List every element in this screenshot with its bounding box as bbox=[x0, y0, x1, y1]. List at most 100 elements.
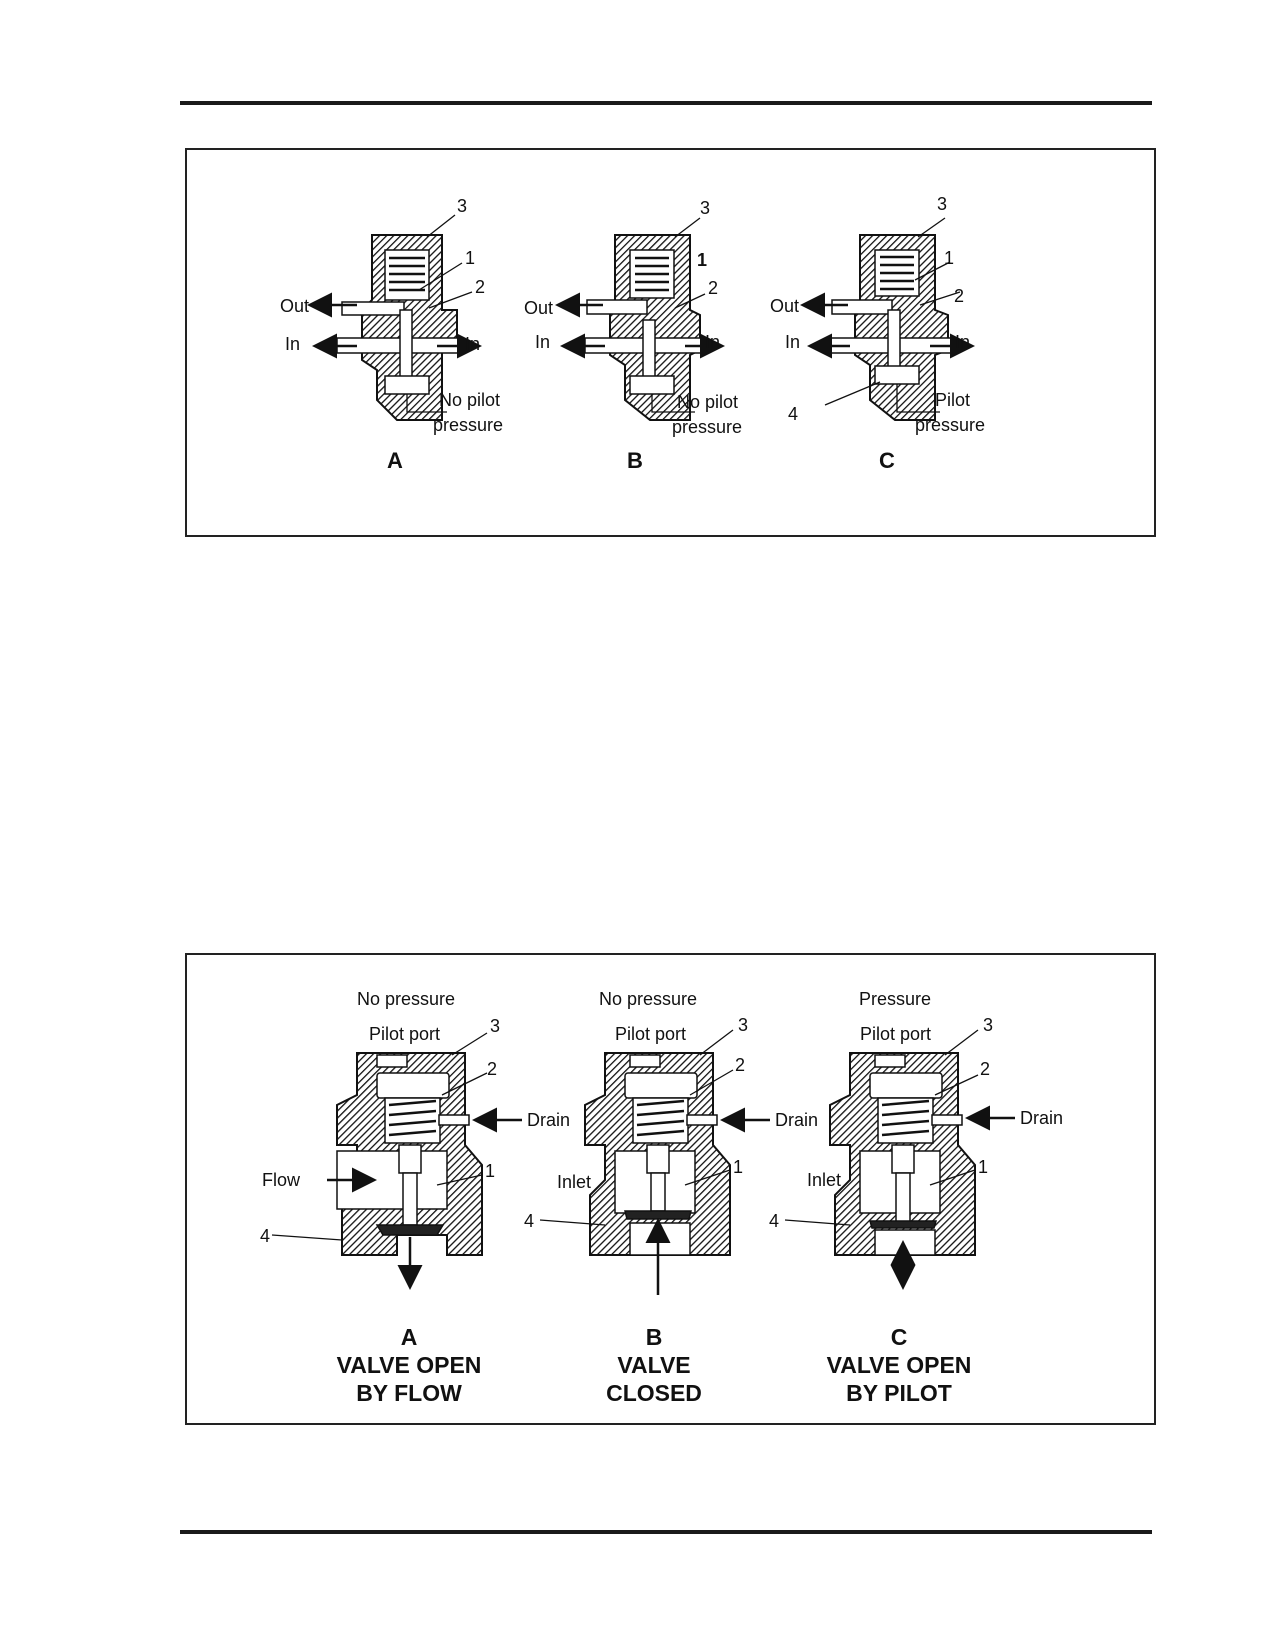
caption-b: B bbox=[627, 448, 643, 473]
callout-2: 2 bbox=[487, 1059, 497, 1079]
label-out: Out bbox=[524, 298, 553, 318]
valve-stem bbox=[399, 309, 413, 381]
caption-c-line1: C bbox=[891, 1324, 908, 1350]
poppet bbox=[375, 1224, 445, 1236]
out-port bbox=[586, 299, 648, 315]
callout-1: 1 bbox=[485, 1161, 495, 1181]
label-out: Out bbox=[770, 296, 799, 316]
valve-stem bbox=[895, 1172, 911, 1224]
callout-1: 1 bbox=[465, 248, 475, 268]
valve-spring bbox=[635, 256, 669, 292]
out-port bbox=[341, 301, 405, 316]
leader-3 bbox=[426, 214, 456, 238]
label-in-right: In bbox=[465, 334, 480, 354]
outlet-chamber bbox=[874, 1229, 936, 1256]
leader-3 bbox=[944, 1029, 979, 1056]
callout-4: 4 bbox=[524, 1211, 534, 1231]
outlet-chamber bbox=[629, 1222, 691, 1256]
label-side: Inlet bbox=[807, 1170, 841, 1190]
leader-3 bbox=[674, 217, 701, 238]
callout-4: 4 bbox=[260, 1226, 270, 1246]
leader-4 bbox=[539, 1219, 606, 1226]
callout-2: 2 bbox=[980, 1059, 990, 1079]
stem-guide bbox=[891, 1144, 915, 1174]
label-drain: Drain bbox=[527, 1110, 570, 1130]
figure-2-panel-c bbox=[784, 1029, 1015, 1290]
pilot-line bbox=[896, 384, 940, 413]
leader-3 bbox=[699, 1029, 734, 1056]
figure-1-panel-c bbox=[800, 217, 975, 421]
footer-rule bbox=[180, 1530, 1152, 1534]
figure-1-panel-b bbox=[555, 217, 725, 421]
callout-3: 3 bbox=[937, 194, 947, 214]
valve-spring bbox=[388, 1099, 437, 1137]
label-in-left: In bbox=[785, 332, 800, 352]
leader-2 bbox=[919, 291, 961, 306]
figure-2-panel-b bbox=[539, 1029, 770, 1295]
caption-a-line2: VALVE OPEN bbox=[337, 1352, 482, 1378]
drain-port bbox=[686, 1114, 718, 1126]
leader-2 bbox=[674, 293, 706, 309]
callout-4: 4 bbox=[788, 404, 798, 424]
pilot-line bbox=[651, 394, 695, 413]
caption-a: A bbox=[387, 448, 403, 473]
pilot-piston bbox=[376, 1072, 450, 1099]
label-pressure-line1: Pilot bbox=[935, 390, 970, 410]
label-in-right: In bbox=[705, 332, 720, 352]
caption-c-line2: VALVE OPEN bbox=[827, 1352, 972, 1378]
leader-4 bbox=[824, 381, 881, 406]
leader-1 bbox=[436, 1174, 483, 1186]
caption-a-line3: BY FLOW bbox=[356, 1380, 462, 1406]
label-top: No pressure bbox=[357, 989, 455, 1009]
stem-guide bbox=[646, 1144, 670, 1174]
leader-2 bbox=[934, 1074, 979, 1096]
valve-spring bbox=[636, 1099, 685, 1137]
callout-3: 3 bbox=[983, 1015, 993, 1035]
valve-stem bbox=[887, 309, 901, 371]
label-drain: Drain bbox=[775, 1110, 818, 1130]
callout-3: 3 bbox=[490, 1016, 500, 1036]
figure-1-pilot-check-valve-ports: Out In In No pilot pressure 3 1 2 A Out … bbox=[185, 148, 1156, 537]
valve-spring bbox=[881, 1099, 930, 1137]
figure-2-diagram: No pressure Pilot port Drain Flow 3 2 1 … bbox=[260, 989, 1063, 1406]
out-port bbox=[831, 299, 893, 315]
label-pilot-port: Pilot port bbox=[860, 1024, 931, 1044]
drain-port bbox=[931, 1114, 963, 1126]
drain-port bbox=[438, 1114, 470, 1126]
pilot-piston bbox=[629, 375, 675, 395]
caption-a-line1: A bbox=[401, 1324, 418, 1350]
pilot-piston bbox=[869, 1072, 943, 1099]
leader-1 bbox=[929, 1169, 976, 1186]
stem-guide bbox=[398, 1144, 422, 1174]
leader-3 bbox=[451, 1032, 488, 1056]
pilot-port bbox=[376, 1054, 408, 1068]
header-rule bbox=[180, 101, 1152, 105]
callout-3: 3 bbox=[457, 196, 467, 216]
leader-2 bbox=[428, 291, 473, 309]
leader-2 bbox=[689, 1069, 734, 1096]
callout-2: 2 bbox=[708, 278, 718, 298]
label-drain: Drain bbox=[1020, 1108, 1063, 1128]
leader-1 bbox=[418, 262, 463, 291]
callout-2: 2 bbox=[954, 286, 964, 306]
callout-4: 4 bbox=[769, 1211, 779, 1231]
caption-c-line3: BY PILOT bbox=[846, 1380, 952, 1406]
callout-2: 2 bbox=[475, 277, 485, 297]
figure-2-pilot-operated-check-valve: No pressure Pilot port Drain Flow 3 2 1 … bbox=[185, 953, 1156, 1425]
caption-b-line1: B bbox=[646, 1324, 663, 1350]
callout-1: 1 bbox=[978, 1157, 988, 1177]
label-pilot-port: Pilot port bbox=[615, 1024, 686, 1044]
caption-b-line3: CLOSED bbox=[606, 1380, 702, 1406]
pilot-line bbox=[406, 394, 447, 413]
poppet bbox=[869, 1220, 937, 1229]
callout-1: 1 bbox=[944, 248, 954, 268]
valve-stem bbox=[402, 1172, 418, 1226]
label-side: Inlet bbox=[557, 1172, 591, 1192]
valve-spring bbox=[389, 256, 425, 292]
caption-c: C bbox=[879, 448, 895, 473]
label-out: Out bbox=[280, 296, 309, 316]
label-top: Pressure bbox=[859, 989, 931, 1009]
leader-4 bbox=[784, 1219, 851, 1226]
callout-1: 1 bbox=[697, 250, 707, 270]
callout-3: 3 bbox=[738, 1015, 748, 1035]
